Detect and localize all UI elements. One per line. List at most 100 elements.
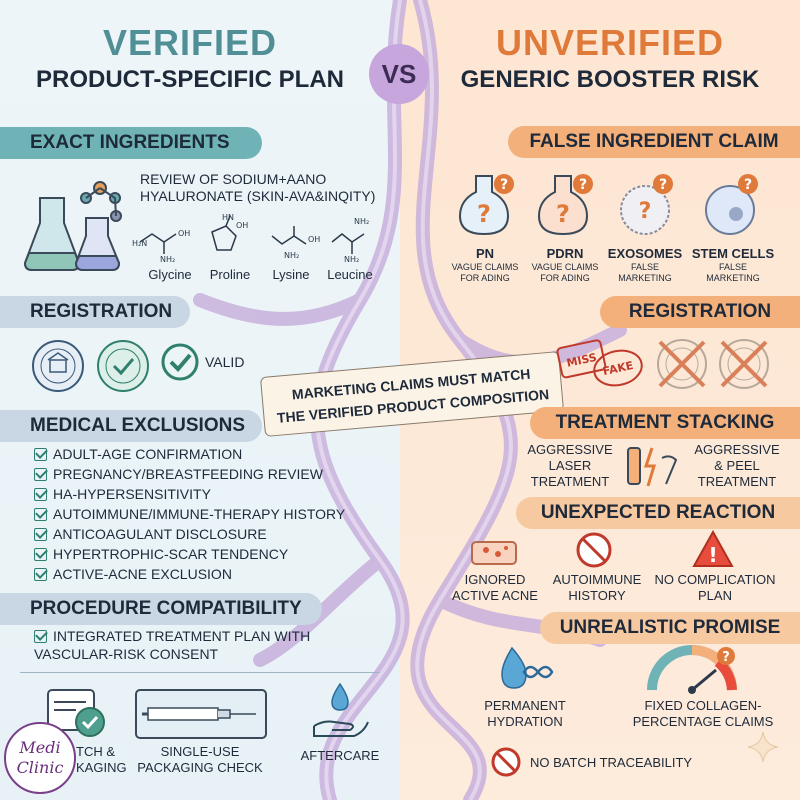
- batch-packaging-icon: [47, 689, 105, 737]
- question-flask-icon: ? ?: [537, 174, 593, 236]
- certification-seal-icon: [97, 340, 149, 392]
- exclusion-item: HA-HYPERSENSITIVITY: [34, 486, 211, 502]
- svg-text:NH₂: NH₂: [284, 251, 299, 260]
- molecule-label-glycine: Glycine: [148, 267, 192, 282]
- svg-text:FAKE: FAKE: [602, 359, 635, 378]
- ingredient-name-stem-cells: STEM CELLS: [691, 246, 775, 261]
- check-icon: [34, 487, 47, 501]
- medi-clinic-logo: Medi Clinic: [4, 722, 76, 794]
- registration-banner-left: REGISTRATION: [0, 296, 190, 328]
- crossed-certificate-icon: [657, 339, 707, 389]
- procedure-compatibility-banner: PROCEDURE COMPATIBILITY: [0, 593, 322, 625]
- ingredient-note: FALSE: [630, 262, 659, 272]
- check-icon: [34, 507, 47, 521]
- exclusion-item: HYPERTROPHIC-SCAR TENDENCY: [34, 546, 288, 562]
- collagen-gauge-icon: ?: [647, 645, 737, 694]
- reaction-acne-label: IGNORED ACTIVE ACNE: [452, 572, 538, 603]
- svg-text:!: !: [708, 543, 717, 567]
- ingredient-review-line2: HYALURONATE (SKIN-AVA&INQITY): [140, 188, 376, 204]
- unexpected-reaction-banner: UNEXPECTED REACTION: [516, 497, 800, 529]
- check-icon: [34, 467, 47, 481]
- svg-text:?: ?: [722, 650, 730, 665]
- aftercare-hand-drop-icon: [313, 682, 369, 737]
- single-use-label-line2: PACKAGING CHECK: [137, 760, 263, 775]
- check-icon: [34, 527, 47, 541]
- single-use-label-line1: SINGLE-USE: [160, 744, 240, 759]
- exclusion-item: PREGNANCY/BREASTFEEDING REVIEW: [34, 466, 323, 482]
- verified-subtitle: PRODUCT-SPECIFIC PLAN: [35, 66, 344, 93]
- laser-treatment-label: AGGRESSIVE LASER TREATMENT: [527, 442, 613, 489]
- ingredient-note: VAGUE CLAIMS: [451, 262, 519, 272]
- lab-flasks-icon: [23, 181, 122, 271]
- ingredient-note: FOR ADING: [460, 273, 510, 283]
- check-icon: [34, 629, 47, 643]
- valid-check-icon: [161, 343, 199, 381]
- ingredient-note: MARKETING: [706, 273, 760, 283]
- svg-text:?: ?: [556, 200, 570, 228]
- unverified-subtitle: GENERIC BOOSTER RISK: [460, 66, 760, 93]
- svg-text:?: ?: [744, 177, 752, 193]
- warning-triangle-icon: !: [692, 530, 734, 567]
- collagen-claims-label: FIXED COLLAGEN- PERCENTAGE CLAIMS: [632, 698, 774, 729]
- permanent-hydration-label: PERMANENT HYDRATION: [484, 698, 566, 729]
- ingredient-review-line1: REVIEW OF SODIUM+AANO: [140, 171, 327, 187]
- sparkle-icon: [747, 731, 779, 763]
- molecule-label-proline: Proline: [209, 267, 251, 282]
- svg-text:?: ?: [659, 177, 667, 193]
- svg-text:H₂N: H₂N: [132, 239, 147, 248]
- ingredient-note: MARKETING: [618, 273, 672, 283]
- ingredient-note: FALSE: [718, 262, 747, 272]
- exclusion-item: ANTICOAGULANT DISCLOSURE: [34, 526, 267, 542]
- exclusion-item: ACTIVE-ACNE EXCLUSION: [34, 566, 232, 582]
- treatment-stacking-banner: TREATMENT STACKING: [530, 407, 800, 439]
- prohibited-icon: [576, 532, 612, 568]
- crossed-certificate-icon: [719, 339, 769, 389]
- unrealistic-promise-banner: UNREALISTIC PROMISE: [540, 612, 800, 644]
- svg-text:?: ?: [579, 177, 587, 193]
- ingredient-note: FOR ADING: [540, 273, 590, 283]
- no-batch-prohibited-icon: [491, 747, 521, 777]
- amino-acid-structures-icon: H₂N OH NH₂ HN OH OH NH₂ NH₂ NH₂: [132, 213, 369, 264]
- svg-text:NH₂: NH₂: [354, 217, 369, 226]
- medical-exclusions-banner: MEDICAL EXCLUSIONS: [0, 410, 262, 442]
- skin-acne-icon: [471, 541, 517, 565]
- exact-ingredients-banner: EXACT INGREDIENTS: [0, 127, 262, 159]
- reaction-autoimmune-label: AUTOIMMUNE HISTORY: [552, 572, 642, 603]
- false-ingredient-banner: FALSE INGREDIENT CLAIM: [508, 126, 800, 158]
- exclusion-item: ADULT-AGE CONFIRMATION: [34, 446, 242, 462]
- syringe-package-icon: [135, 689, 267, 739]
- svg-text:MISS: MISS: [565, 351, 598, 370]
- question-exosome-icon: ? ?: [620, 174, 673, 235]
- ingredient-name-exosomes: EXOSOMES: [607, 246, 683, 261]
- exclusion-item: AUTOIMMUNE/IMMUNE-THERAPY HISTORY: [34, 506, 345, 522]
- svg-text:NH₂: NH₂: [344, 255, 359, 264]
- batch-packaging-label-line1: TCH &: [76, 744, 115, 759]
- verified-title: VERIFIED: [102, 22, 278, 63]
- vs-badge: VS: [369, 44, 429, 104]
- question-flask-icon: ? ?: [458, 174, 514, 236]
- no-batch-traceability-label: NO BATCH TRACEABILITY: [530, 755, 693, 770]
- ingredient-name-pn: PN: [475, 246, 495, 261]
- unverified-title: UNVERIFIED: [495, 22, 725, 63]
- svg-text:NH₂: NH₂: [160, 255, 175, 264]
- reaction-no-plan-label: NO COMPLICATION PLAN: [654, 572, 776, 603]
- peel-treatment-label: AGGRESSIVE & PEEL TREATMENT: [694, 442, 780, 489]
- registration-banner-right: REGISTRATION: [600, 296, 800, 328]
- regulatory-seal-icon: [32, 340, 84, 392]
- svg-text:HN: HN: [222, 213, 234, 222]
- divider: [20, 672, 380, 673]
- check-icon: [34, 447, 47, 461]
- svg-text:?: ?: [639, 199, 652, 224]
- svg-text:OH: OH: [178, 229, 190, 238]
- fake-stamps-icon: MISS FAKE: [556, 339, 643, 387]
- svg-text:?: ?: [477, 200, 491, 228]
- laser-peel-icon: [627, 447, 678, 487]
- svg-text:OH: OH: [236, 221, 248, 230]
- compatibility-item-line2: VASCULAR-RISK CONSENT: [34, 646, 219, 662]
- molecule-label-leucine: Leucine: [327, 267, 373, 282]
- ingredient-note: VAGUE CLAIMS: [531, 262, 599, 272]
- svg-text:?: ?: [500, 177, 508, 193]
- svg-text:OH: OH: [308, 235, 320, 244]
- check-icon: [34, 547, 47, 561]
